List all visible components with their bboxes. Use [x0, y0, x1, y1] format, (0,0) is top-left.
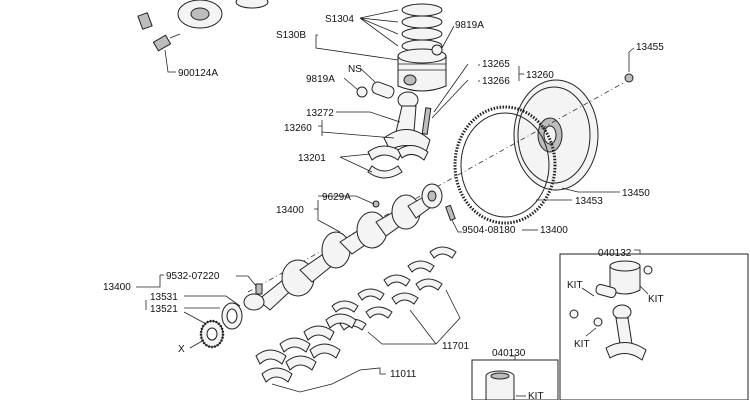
callout-NS: NS	[348, 64, 362, 75]
callout-11011: 11011	[390, 369, 417, 380]
callout-900124A: 900124A	[178, 68, 218, 79]
dowel-pin	[445, 204, 456, 221]
callout-13272: 13272	[306, 108, 334, 119]
piston-pin	[371, 81, 395, 99]
callout-KIT-d: KIT	[528, 391, 544, 400]
callout-11701: 11701	[442, 341, 470, 352]
callout-13265: 13265	[482, 59, 510, 70]
conrod-bearing-shells	[367, 145, 429, 179]
callout-X: X	[178, 344, 185, 355]
callout-9629A: 9629A	[322, 192, 351, 203]
ring-gear	[453, 105, 557, 225]
callout-9532: 9532-07220	[166, 271, 220, 282]
thrust-washers	[221, 302, 243, 330]
kit-piston	[609, 260, 641, 295]
kit-pin	[595, 283, 617, 299]
callout-13201: 13201	[298, 153, 326, 164]
callout-13450: 13450	[622, 188, 650, 199]
callout-13260-right: 13260	[526, 70, 554, 81]
connecting-rod	[383, 91, 432, 153]
main-bearings-lower	[255, 313, 357, 383]
callout-KIT-b: KIT	[648, 294, 664, 305]
callout-KIT-c: KIT	[574, 339, 590, 350]
callout-13266: 13266	[482, 76, 510, 87]
kit-box-040130	[471, 359, 559, 400]
timing-sprocket	[199, 319, 225, 349]
pulley-ring	[235, 0, 269, 9]
callout-9504: 9504-08180	[462, 225, 516, 236]
kit-clip-a	[643, 265, 653, 275]
callout-13400-left: 13400	[103, 282, 131, 293]
flywheel-bolt	[624, 73, 634, 83]
piston-pin-clip-left	[356, 86, 368, 98]
kit-conrod	[605, 304, 647, 361]
pulley-bolt-2	[152, 34, 172, 52]
piston-pin-clip-top	[431, 44, 443, 56]
callout-13531: 13531	[150, 292, 178, 303]
callout-13455: 13455	[636, 42, 664, 53]
woodruff-key	[255, 283, 263, 295]
callout-13400-right: 13400	[540, 225, 568, 236]
callout-9819A-top: 9819A	[455, 20, 484, 31]
kit-cylinder-liner	[485, 370, 515, 400]
callout-9819A-left: 9819A	[306, 74, 335, 85]
callout-KIT-a: KIT	[567, 280, 583, 291]
flywheel	[513, 79, 599, 191]
callout-040132: 040132	[598, 248, 632, 259]
piston	[397, 48, 447, 92]
callout-S1304: S1304	[325, 14, 354, 25]
callout-13521: 13521	[150, 304, 178, 315]
callout-040130: 040130	[492, 348, 526, 359]
crankshaft	[243, 183, 443, 311]
callout-13260-left: 13260	[284, 123, 312, 134]
pulley-bolt	[137, 12, 153, 30]
kit-box-040132	[559, 253, 749, 400]
callout-13453: 13453	[575, 196, 603, 207]
crank-pulley-group	[137, 0, 269, 73]
crank-plug	[372, 200, 380, 208]
callout-S130B: S130B	[276, 30, 306, 41]
callout-13400-mid: 13400	[276, 205, 304, 216]
kit-clip-b	[569, 309, 579, 319]
kit-clip-c	[593, 317, 603, 327]
